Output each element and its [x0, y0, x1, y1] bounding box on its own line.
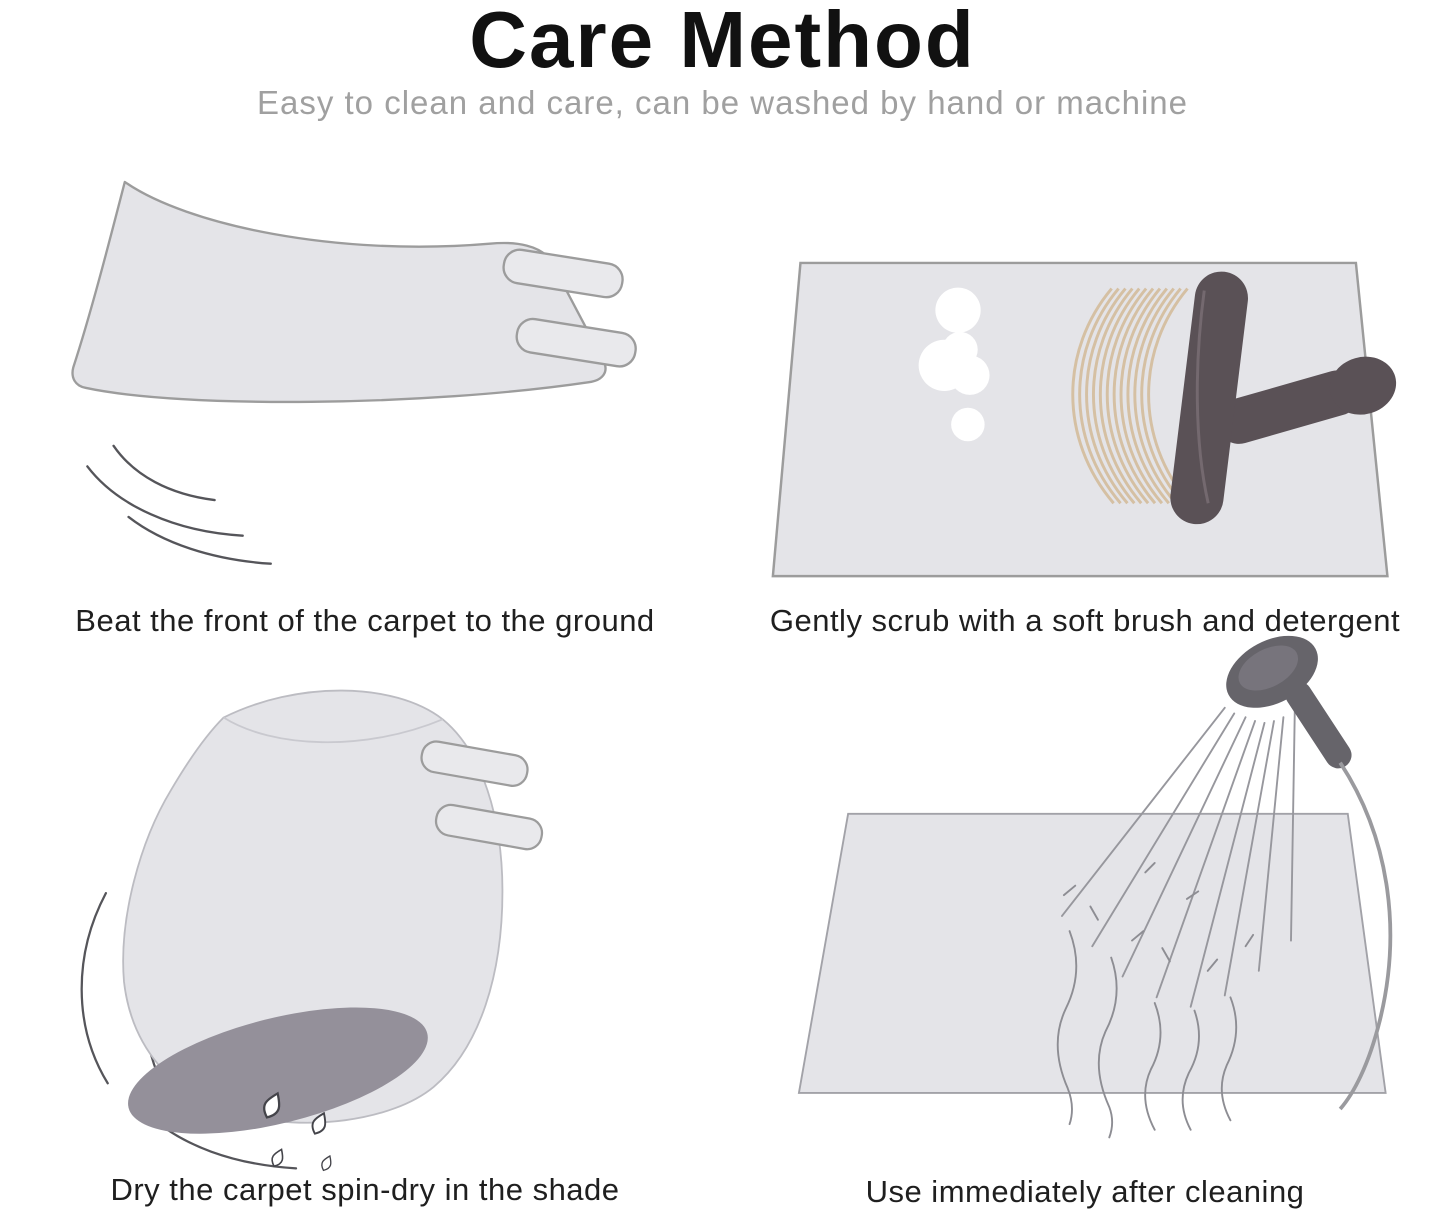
step-caption-beat: Beat the front of the carpet to the grou… — [75, 603, 655, 638]
flow-lines — [1056, 930, 1238, 1139]
shower-head — [1226, 635, 1393, 1111]
bristles — [1071, 287, 1191, 505]
shower-hose — [1338, 761, 1393, 1111]
step-caption-use: Use immediately after cleaning — [865, 1174, 1305, 1209]
brush-scrubbing-illustration — [771, 261, 1397, 578]
carpet-tassels — [502, 248, 637, 368]
soap-foam — [918, 287, 990, 442]
step-caption-dry: Dry the carpet spin-dry in the shade — [110, 1172, 620, 1207]
carpet-beating-illustration — [71, 180, 637, 565]
page-subtitle: Easy to clean and care, can be washed by… — [256, 84, 1189, 121]
brush — [1170, 271, 1397, 525]
carpet-shape — [71, 180, 637, 404]
motion-lines — [86, 444, 272, 565]
spray-lines — [1061, 706, 1296, 1008]
water-droplets — [263, 1091, 332, 1172]
step-caption-scrub: Gently scrub with a soft brush and deter… — [769, 603, 1401, 638]
page-title: Care Method — [469, 0, 976, 84]
mat — [797, 812, 1387, 1094]
shower-rinse-illustration — [797, 635, 1393, 1139]
carpet-spin-dry-illustration — [80, 689, 544, 1172]
roll-end — [128, 1007, 428, 1134]
carpet-tassels — [420, 740, 544, 851]
splash-marks — [1062, 862, 1255, 972]
rolled-carpet — [122, 689, 544, 1134]
